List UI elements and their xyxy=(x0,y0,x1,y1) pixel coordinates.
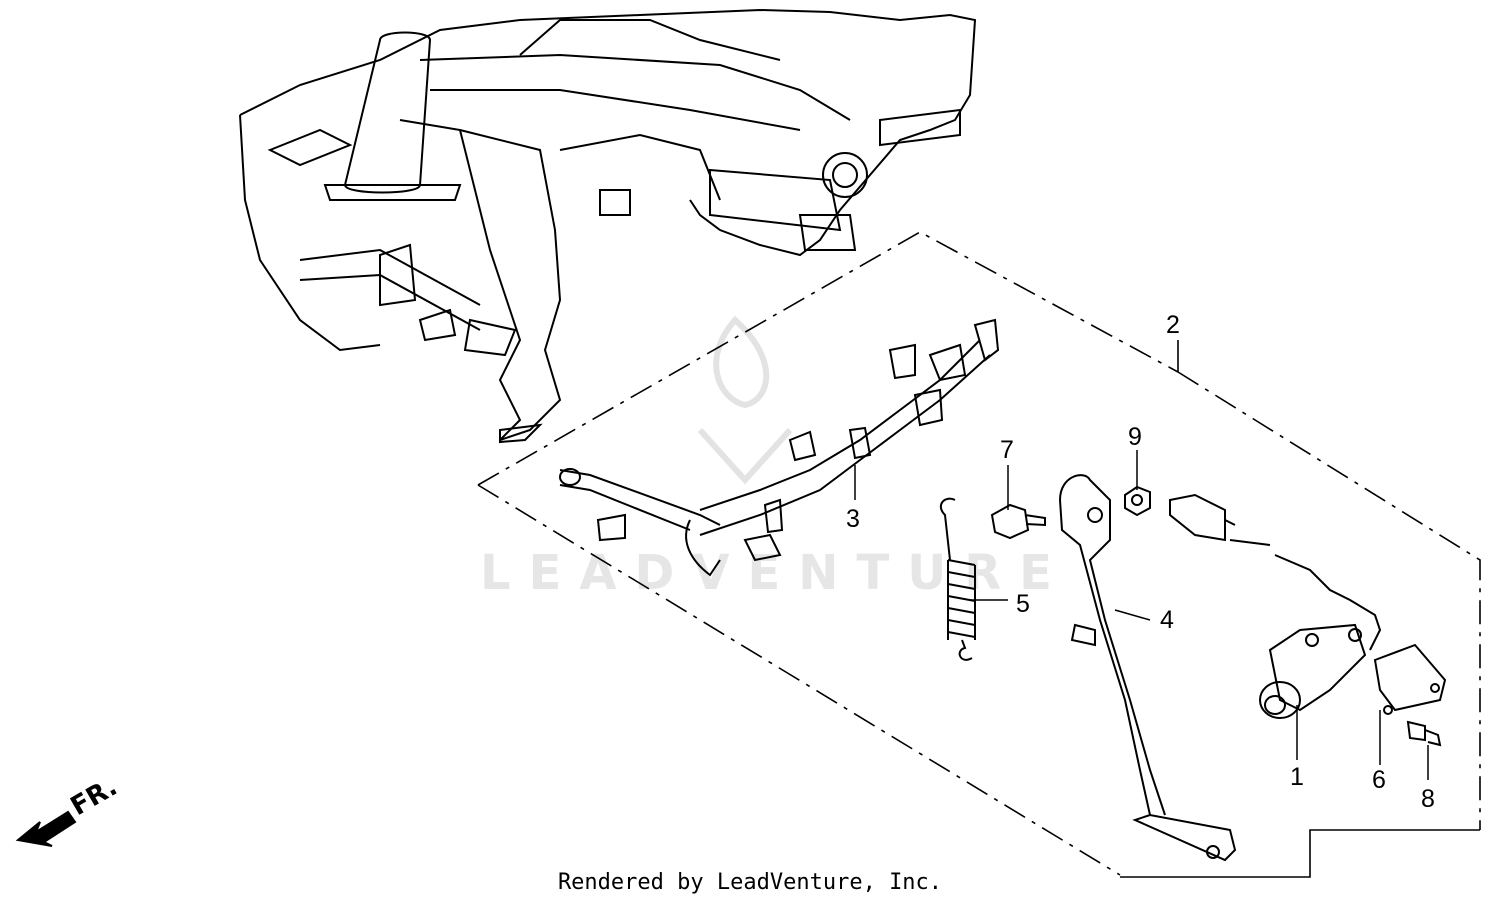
callout-3: 3 xyxy=(846,505,860,533)
front-direction-arrow xyxy=(15,810,77,847)
callout-2: 2 xyxy=(1166,311,1180,339)
part-1-switch xyxy=(1169,493,1382,719)
part-9-nut xyxy=(1124,485,1151,517)
reference-outline xyxy=(477,231,1481,876)
footer-credit: Rendered by LeadVenture, Inc. xyxy=(557,870,943,895)
callout-9: 9 xyxy=(1128,423,1142,451)
part-8-bolt xyxy=(1406,720,1442,747)
frame-assembly xyxy=(239,8,977,444)
part-6-plate xyxy=(1373,643,1447,715)
leader-lines xyxy=(854,450,1429,780)
callout-1: 1 xyxy=(1290,763,1304,791)
callout-4: 4 xyxy=(1160,606,1174,634)
callout-5: 5 xyxy=(1016,590,1030,618)
part-7-bolt xyxy=(990,503,1046,540)
part-4-side-stand xyxy=(1059,474,1237,862)
callout-8: 8 xyxy=(1421,785,1435,813)
watermark-logo xyxy=(697,315,793,485)
part-5-spring xyxy=(939,497,976,661)
part-3-bracket xyxy=(559,318,1000,577)
callout-6: 6 xyxy=(1372,766,1386,794)
reference-outline-solid xyxy=(1120,340,1480,878)
callout-7: 7 xyxy=(1000,436,1014,464)
